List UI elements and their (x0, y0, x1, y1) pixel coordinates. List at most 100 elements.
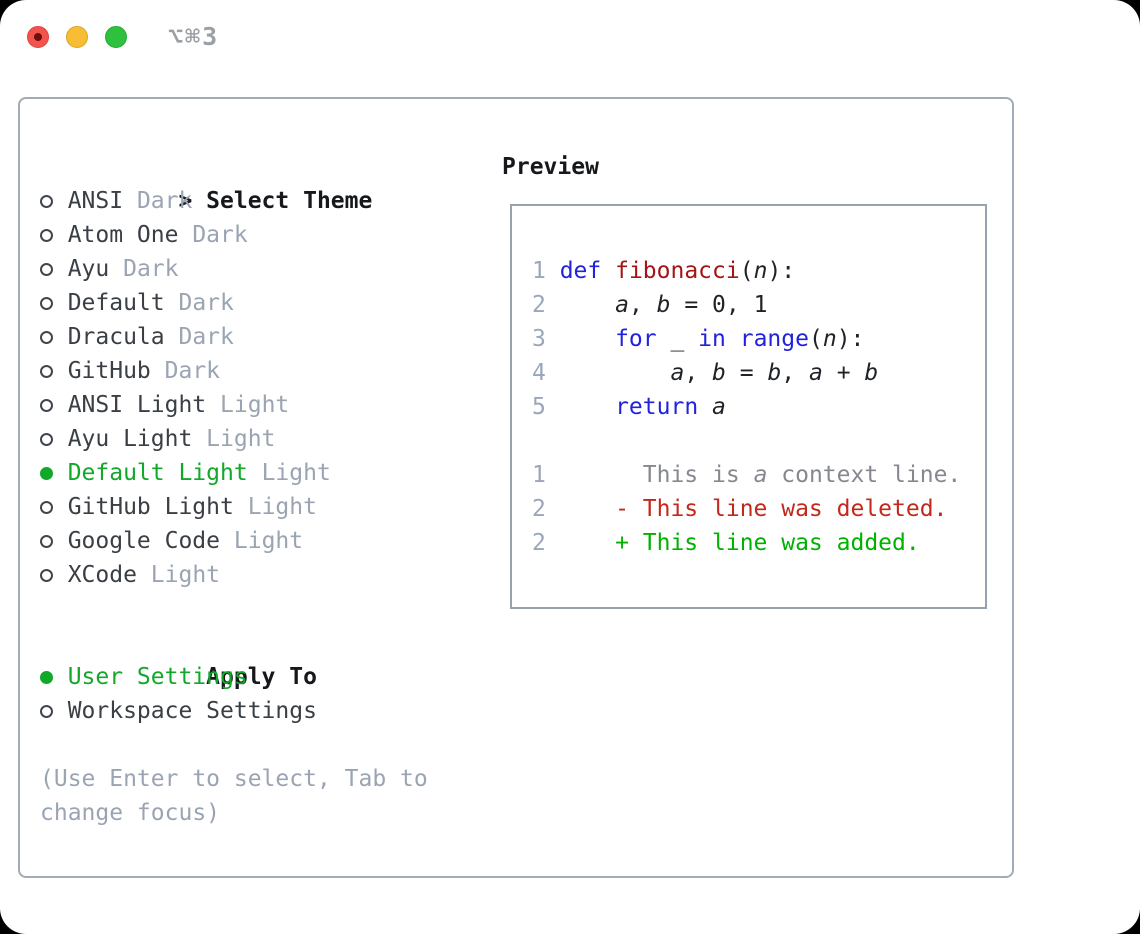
item-label: GitHub (67, 358, 151, 384)
radio-off-icon (40, 524, 68, 558)
theme-option[interactable]: GitHub Light Light (40, 490, 372, 524)
code-token (726, 326, 740, 352)
code-token: + (822, 360, 865, 386)
apply-to-option[interactable]: Workspace Settings (40, 694, 317, 728)
line-number: 4 (532, 360, 546, 386)
code-token: _ (656, 326, 699, 352)
radio-off-icon (40, 354, 68, 388)
code-token: + This line was added. (559, 530, 920, 556)
item-variant: Light (150, 562, 221, 588)
code-token (601, 258, 615, 284)
theme-option[interactable]: Default Dark (40, 286, 372, 320)
theme-option[interactable]: Ayu Light Light (40, 422, 372, 456)
item-variant: Dark (136, 188, 193, 214)
item-variant: Light (247, 494, 317, 520)
code-token: , (781, 360, 809, 386)
hint-text: (Use Enter to select, Tab to change focu… (40, 766, 428, 826)
item-label: XCode (67, 562, 137, 588)
code-token: = (725, 360, 768, 386)
code-line: 4 a, b = b, a + b (532, 356, 985, 390)
code-token: , (628, 292, 657, 318)
zoom-button[interactable] (105, 26, 127, 48)
apply-to-title: Apply To (206, 664, 317, 690)
spacer (109, 256, 123, 282)
spacer (234, 494, 248, 520)
close-button[interactable] (27, 26, 49, 48)
window-title: ⌥⌘3 (168, 22, 220, 51)
radio-off-icon (40, 286, 68, 320)
code-line: 1 This is a context line. (532, 458, 985, 492)
code-token: b (656, 292, 671, 318)
item-label: GitHub Light (67, 494, 234, 520)
code-token: return (615, 394, 699, 420)
item-variant: Light (220, 392, 290, 418)
theme-option[interactable]: ANSI Dark (40, 184, 372, 218)
radio-off-icon (40, 252, 68, 286)
line-number: 5 (532, 394, 546, 420)
code-token: = 0, 1 (670, 292, 768, 318)
line-number: 2 (532, 496, 546, 522)
code-line: 3 for _ in range(n): (532, 322, 985, 356)
code-token: a (712, 394, 726, 420)
apply-to-header: Apply To (40, 626, 317, 690)
code-token: b (864, 360, 879, 386)
code-token: a (753, 462, 768, 488)
item-variant: Dark (178, 324, 234, 350)
spacer (206, 392, 220, 418)
code-token: - This line was deleted. (559, 496, 948, 522)
code-line: 2 + This line was added. (532, 526, 985, 560)
item-label: Workspace Settings (67, 698, 317, 724)
item-variant: Dark (178, 290, 234, 316)
radio-off-icon (40, 388, 68, 422)
code-token: ( (739, 258, 754, 284)
theme-option[interactable]: Dracula Dark (40, 320, 372, 354)
item-variant: Dark (164, 358, 221, 384)
theme-option[interactable]: ANSI Light Light (40, 388, 372, 422)
line-number: 1 (532, 462, 546, 488)
item-variant: Light (261, 460, 331, 486)
theme-list-title: Select Theme (206, 188, 373, 214)
code-token: , (684, 360, 713, 386)
spacer (151, 358, 165, 384)
spacer (192, 426, 206, 452)
code-line (532, 424, 985, 458)
spacer (165, 290, 179, 316)
theme-option[interactable]: Google Code Light (40, 524, 372, 558)
theme-option[interactable]: Atom One Dark (40, 218, 372, 252)
radio-on-icon (40, 660, 68, 694)
code-token: This is (559, 462, 754, 488)
item-label: Google Code (67, 528, 221, 554)
apply-to-option[interactable]: User Settings (40, 660, 317, 694)
theme-list-header: > Select Theme (40, 150, 372, 214)
code-token (560, 326, 615, 352)
spacer (248, 460, 262, 486)
line-number: 2 (532, 530, 546, 556)
code-token: a (670, 360, 685, 386)
code-token: fibonacci (615, 258, 740, 284)
theme-option[interactable]: Default Light Light (40, 456, 372, 490)
code-token (560, 292, 615, 318)
radio-off-icon (40, 422, 68, 456)
theme-option[interactable]: Ayu Dark (40, 252, 372, 286)
theme-option[interactable]: GitHub Dark (40, 354, 372, 388)
minimize-button[interactable] (66, 26, 88, 48)
radio-off-icon (40, 184, 68, 218)
theme-option[interactable]: XCode Light (40, 558, 372, 592)
code-token: a (615, 292, 629, 318)
cursor-icon: > (178, 188, 193, 214)
code-token: b (712, 360, 726, 386)
item-label: Dracula (67, 324, 165, 350)
code-token: ): (767, 258, 796, 284)
window-titlebar: ⌥⌘3 (0, 0, 1140, 76)
line-number: 1 (532, 258, 546, 284)
spacer (137, 562, 151, 588)
radio-on-icon (40, 456, 68, 490)
spacer (165, 324, 179, 350)
code-line: 5 return a (532, 390, 985, 424)
radio-off-icon (40, 490, 68, 524)
code-token (698, 394, 712, 420)
